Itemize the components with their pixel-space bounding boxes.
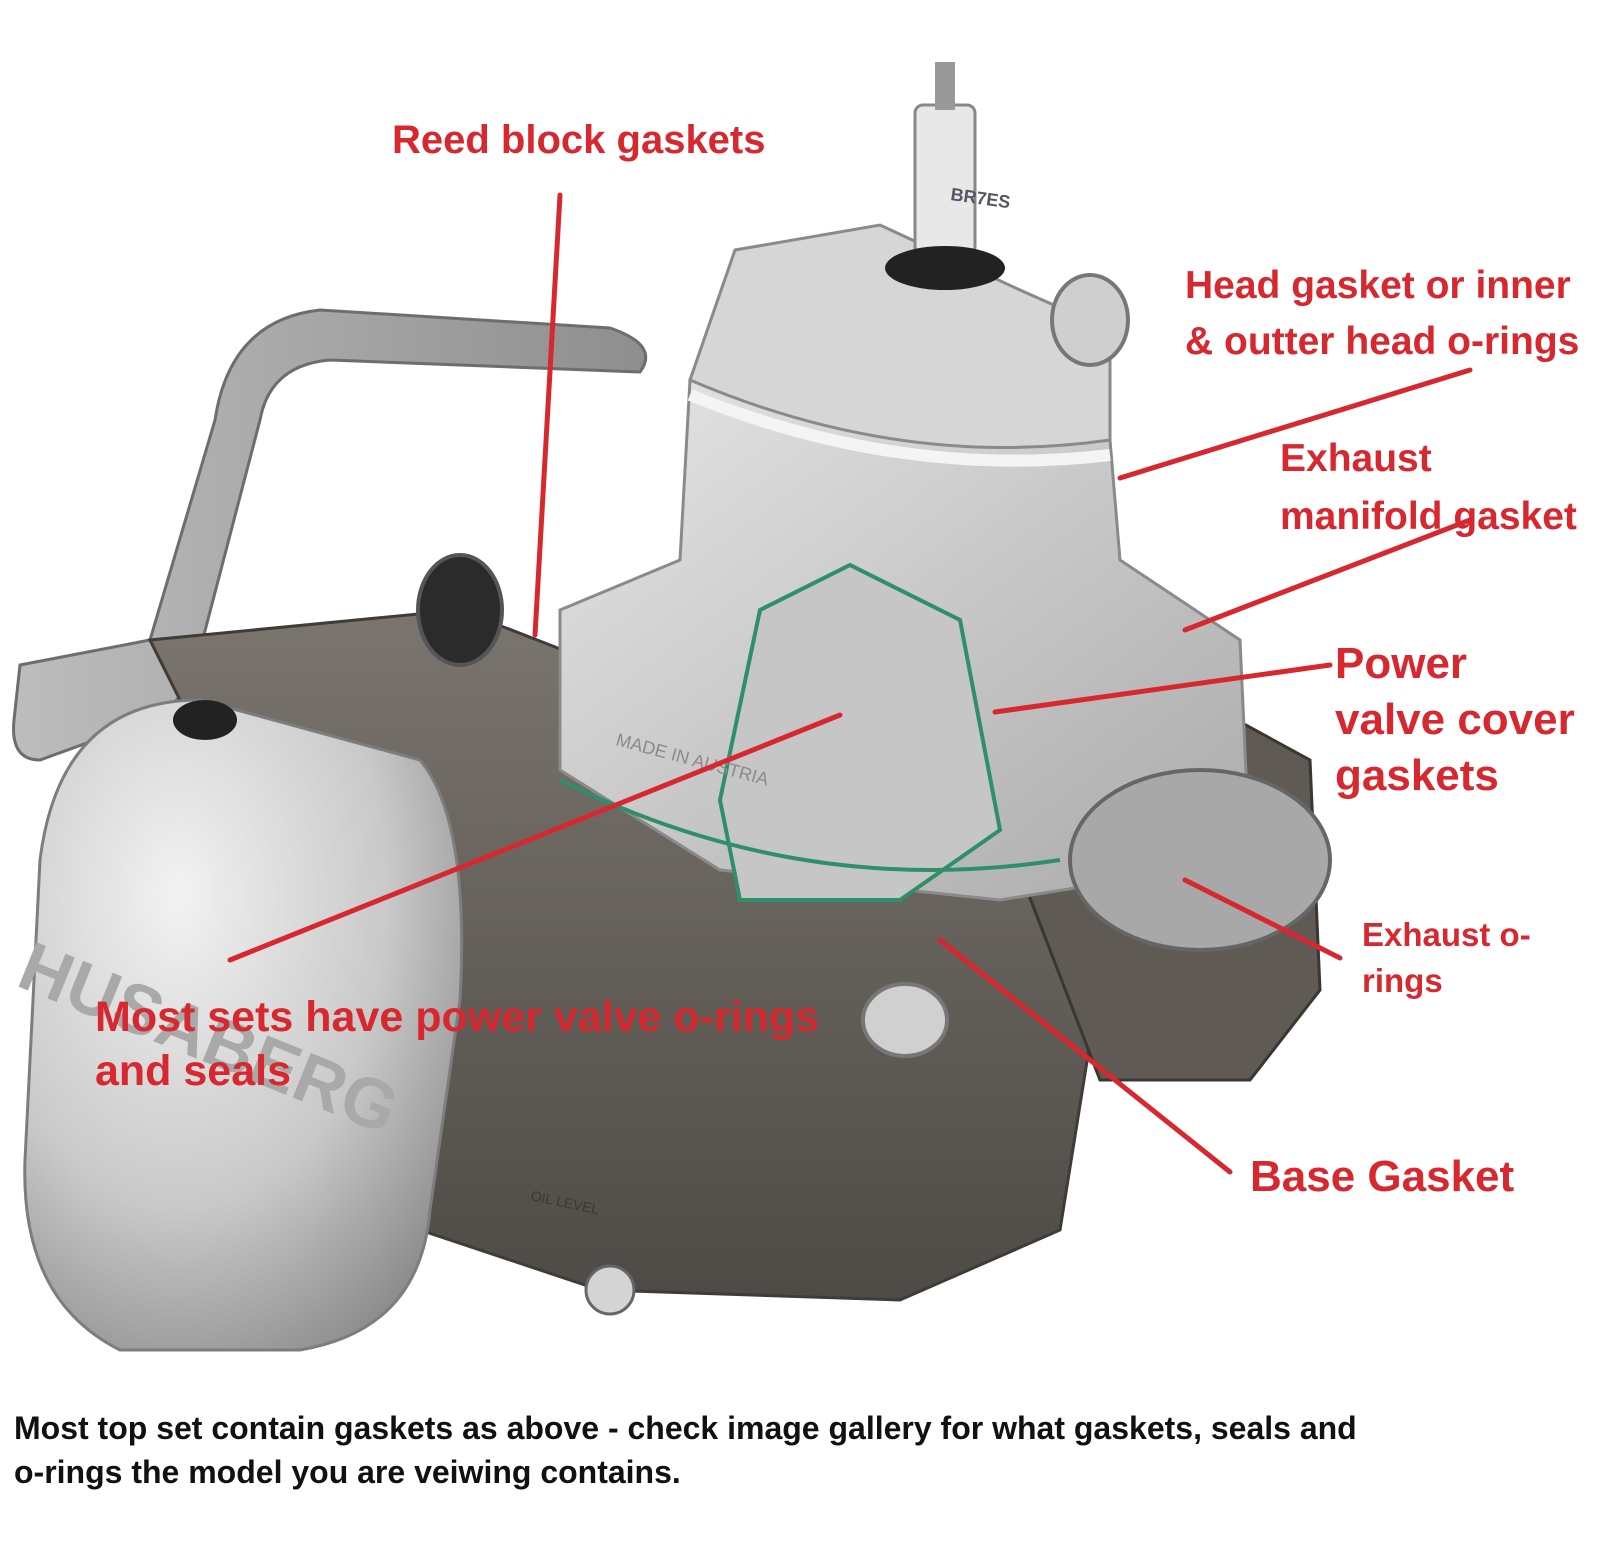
- water-outlet: [1050, 273, 1130, 367]
- spark-plug-boot: [885, 246, 1005, 290]
- caption-line: o-rings the model you are veiwing contai…: [14, 1454, 681, 1490]
- leader-lines: [227, 192, 1473, 1175]
- callout-exhaust-orings: Exhaust o- rings: [1362, 912, 1531, 1004]
- intake-boot: [416, 553, 504, 667]
- leader-head: [1117, 367, 1473, 481]
- drain-plug: [584, 1264, 636, 1316]
- power-valve-cover: [717, 562, 1003, 902]
- callout-exhaust-manifold: Exhaust manifold gasket: [1280, 430, 1577, 546]
- callout-base-gasket: Base Gasket: [1250, 1152, 1514, 1201]
- callout-head-gasket: Head gasket or inner & outter head o-rin…: [1185, 258, 1579, 370]
- oil-cap: [173, 700, 237, 740]
- leader-exhaust-orings: [1182, 877, 1343, 961]
- cylinder-head: [688, 223, 1112, 449]
- leader-exhaust-manifold: [1182, 517, 1473, 633]
- callout-power-valve-cover-line: gaskets: [1335, 751, 1499, 800]
- engine-drawing: HUSABERG BR7ES MADE IN AUSTRIA OIL LEVEL: [9, 62, 1332, 1352]
- callout-head-gasket-line: & outter head o-rings: [1185, 320, 1580, 363]
- callout-base-gasket-line: Base Gasket: [1250, 1152, 1515, 1201]
- leader-power-valve-cover: [992, 662, 1333, 715]
- callout-reed-block-line: Reed block gaskets: [392, 118, 766, 162]
- callout-power-valve-orings-line: Most sets have power valve o-rings: [95, 993, 820, 1041]
- callout-exhaust-orings-line: rings: [1362, 962, 1443, 999]
- callout-head-gasket-line: Head gasket or inner: [1185, 264, 1571, 307]
- callout-power-valve-cover-line: valve cover: [1335, 695, 1575, 744]
- caption: Most top set contain gaskets as above - …: [14, 1406, 1586, 1494]
- leader-reed-block: [532, 192, 563, 638]
- callout-power-valve-cover-line: Power: [1335, 639, 1468, 688]
- callout-power-valve-orings-line: and seals: [95, 1047, 291, 1095]
- head-gasket-line: [687, 389, 1111, 467]
- caption-line: Most top set contain gaskets as above - …: [14, 1410, 1357, 1446]
- spark-plug: [913, 103, 977, 257]
- leader-power-valve-orings: [227, 712, 843, 963]
- exhaust-port: [1068, 768, 1332, 952]
- water-inlet: [861, 982, 949, 1058]
- callout-exhaust-manifold-line: Exhaust: [1280, 437, 1432, 480]
- clutch-cover: [23, 698, 464, 1352]
- spark-plug-tip: [935, 62, 955, 110]
- callout-power-valve-orings: Most sets have power valve o-rings and s…: [95, 990, 819, 1098]
- leader-base-gasket: [937, 937, 1233, 1175]
- callout-exhaust-manifold-line: manifold gasket: [1280, 495, 1577, 538]
- callout-reed-block: Reed block gaskets: [392, 118, 766, 163]
- base-gasket-line: [559, 778, 1061, 872]
- callout-power-valve-cover: Power valve cover gaskets: [1335, 636, 1575, 804]
- callout-exhaust-orings-line: Exhaust o-: [1362, 916, 1531, 953]
